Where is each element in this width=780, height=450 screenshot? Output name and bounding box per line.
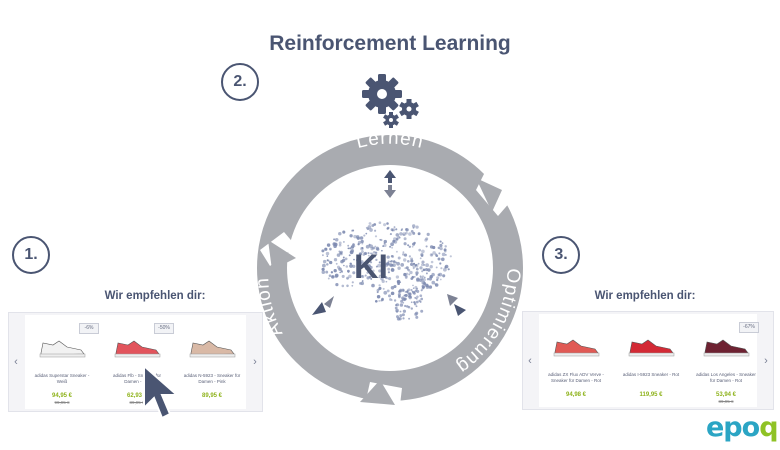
step-2-badge: 2. <box>221 63 259 101</box>
discount-badge: -50% <box>154 323 174 334</box>
product-price: 94,98 € <box>565 392 587 398</box>
right-reco-heading: Wir empfehlen dir: <box>594 290 696 302</box>
cycle-ring: Lernen Aktion Optimierung <box>252 128 523 405</box>
product-card[interactable]: -6% adidas Superstar Sneaker - Weiß 94,95 … <box>27 315 99 407</box>
product-card[interactable]: -67% adidas Los Angeles - Sneaker für Dam… <box>691 314 761 406</box>
product-name[interactable]: adidas Los Angeles - Sneaker für Damen -… <box>696 372 756 383</box>
sneaker-icon <box>628 339 675 357</box>
step-1-badge: 1. <box>12 236 50 274</box>
left-reco-heading: Wir empfehlen dir: <box>104 290 206 302</box>
diagram-title: Reinforcement Learning <box>269 32 511 55</box>
sneaker-icon <box>553 339 600 357</box>
left-prev-arrow[interactable]: ‹ <box>14 356 18 368</box>
product-card[interactable]: -50% adidas Flb - Sneaker für Damen - Rot… <box>102 315 174 407</box>
ki-label: KI <box>354 248 388 286</box>
discount-badge: -67% <box>739 322 759 333</box>
product-name[interactable]: adidas Flb - Sneaker für Damen - Rot <box>112 373 162 384</box>
product-name[interactable]: adidas N-5923 - Sneaker für Damen - Pink <box>183 373 241 384</box>
sneaker-icon <box>114 340 161 358</box>
right-prev-arrow[interactable]: ‹ <box>528 354 532 367</box>
left-next-arrow[interactable]: › <box>253 356 257 368</box>
gears-icon <box>362 74 419 128</box>
brain-network-icon: KI <box>321 221 452 321</box>
sneaker-icon <box>39 340 86 358</box>
product-card[interactable]: adidas N-5923 - Sneaker für Damen - Pink… <box>177 315 247 407</box>
product-price: 94,95 € <box>51 393 73 399</box>
mouse-cursor-icon <box>143 364 180 420</box>
product-price: 119,95 € <box>639 392 663 398</box>
product-name[interactable]: adidas Superstar Sneaker - Weiß <box>34 373 90 384</box>
discount-badge: -6% <box>79 323 99 334</box>
epoq-logo: epoq <box>706 412 779 443</box>
product-old-price: 99,95 € <box>54 400 70 405</box>
product-card[interactable]: adidas I-5923 Sneaker - Rot 119,95 € <box>616 314 686 406</box>
step-3-badge: 3. <box>542 236 580 274</box>
sneaker-icon <box>189 340 236 358</box>
product-price: 62,93 € <box>126 393 148 399</box>
product-card[interactable]: adidas ZX Flux ADV Verve - Sneaker für D… <box>541 314 611 406</box>
product-name[interactable]: adidas I-5923 Sneaker - Rot <box>622 372 680 377</box>
product-price: 89,95 € <box>201 393 223 399</box>
right-card-row: adidas ZX Flux ADV Verve - Sneaker für D… <box>539 314 759 407</box>
left-reco-panel: ‹ -6% adidas Superstar Sneaker - Weiß 94,9… <box>8 312 263 412</box>
right-reco-panel: ‹ adidas ZX Flux ADV Verve - Sneaker für… <box>522 311 774 410</box>
product-price: 53,94 € <box>715 392 737 398</box>
product-old-price: 89,95 € <box>129 400 145 405</box>
sneaker-icon <box>703 339 750 357</box>
product-old-price: 89,95 € <box>718 399 734 404</box>
left-card-row: -6% adidas Superstar Sneaker - Weiß 94,95 … <box>25 315 246 409</box>
logo-main: epo <box>706 412 760 443</box>
right-next-arrow[interactable]: › <box>764 354 768 367</box>
logo-accent: q <box>759 412 778 443</box>
product-name[interactable]: adidas ZX Flux ADV Verve - Sneaker für D… <box>548 372 604 383</box>
